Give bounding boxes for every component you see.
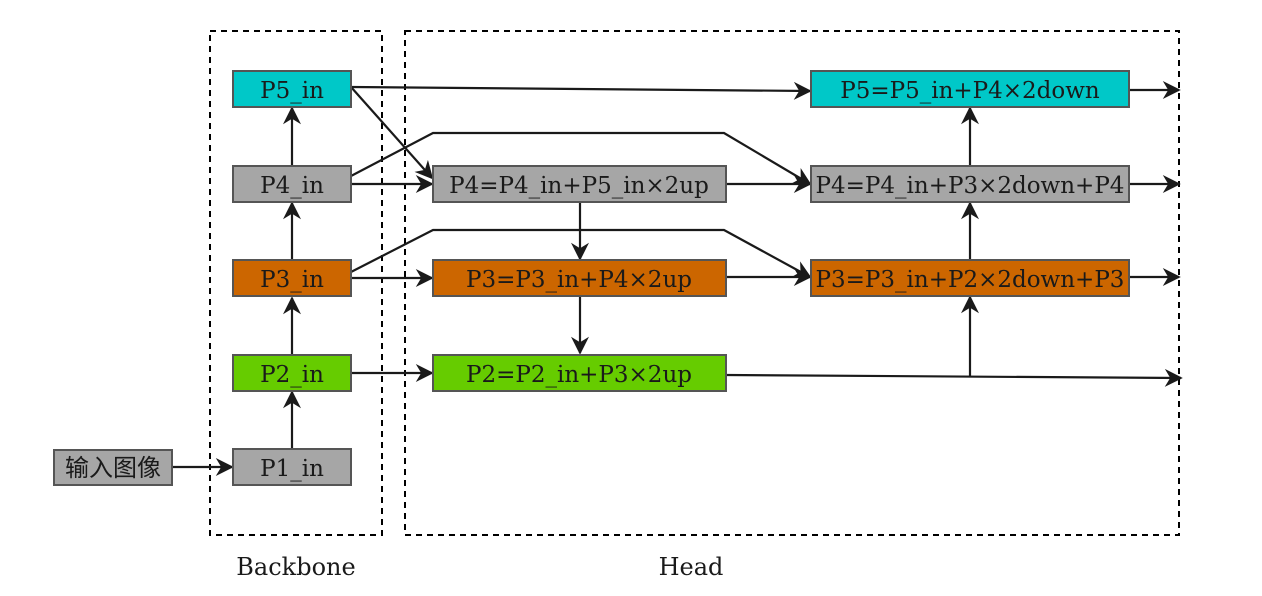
backbone-label: Backbone (236, 553, 355, 581)
node-p1-in: P1_in (232, 448, 352, 486)
node-p3-out-label: P3=P3_in+P2×2down+P3 (816, 267, 1125, 293)
node-p4-out-label: P4=P4_in+P3×2down+P4 (816, 173, 1125, 199)
node-p3-in-label: P3_in (260, 267, 324, 293)
edges (173, 81, 1183, 476)
edge-p5in-p5out (350, 81, 812, 100)
input-image-node: 输入图像 (53, 449, 173, 486)
input-image-label: 输入图像 (65, 454, 161, 482)
node-p4-in-label: P4_in (260, 173, 324, 199)
node-p5-out-label: P5=P5_in+P4×2down (840, 78, 1100, 104)
node-p3-in: P3_in (232, 259, 352, 297)
node-p4-up-label: P4=P4_in+P5_in×2up (449, 173, 709, 199)
node-p3-out: P3=P3_in+P2×2down+P3 (810, 259, 1130, 297)
edge-p3in-p3out (350, 228, 812, 278)
node-p5-in-label: P5_in (260, 78, 324, 104)
head-label: Head (659, 553, 724, 581)
node-p4-in: P4_in (232, 165, 352, 203)
node-p2-in-label: P2_in (260, 362, 324, 388)
node-p4-out: P4=P4_in+P3×2down+P4 (810, 165, 1130, 203)
edge-p2up-output (725, 368, 1183, 387)
edge-p5in-p4up (350, 86, 434, 180)
node-p2-in: P2_in (232, 354, 352, 392)
node-p5-in: P5_in (232, 70, 352, 108)
node-p2-up: P2=P2_in+P3×2up (432, 354, 727, 392)
node-p1-in-label: P1_in (260, 456, 324, 482)
edge-p4in-p4out (350, 131, 812, 185)
node-p3-up: P3=P3_in+P4×2up (432, 259, 727, 297)
node-p3-up-label: P3=P3_in+P4×2up (466, 267, 692, 293)
node-p5-out: P5=P5_in+P4×2down (810, 70, 1130, 108)
node-p4-up: P4=P4_in+P5_in×2up (432, 165, 727, 203)
backbone-frame (209, 30, 383, 536)
node-p2-up-label: P2=P2_in+P3×2up (466, 362, 692, 388)
